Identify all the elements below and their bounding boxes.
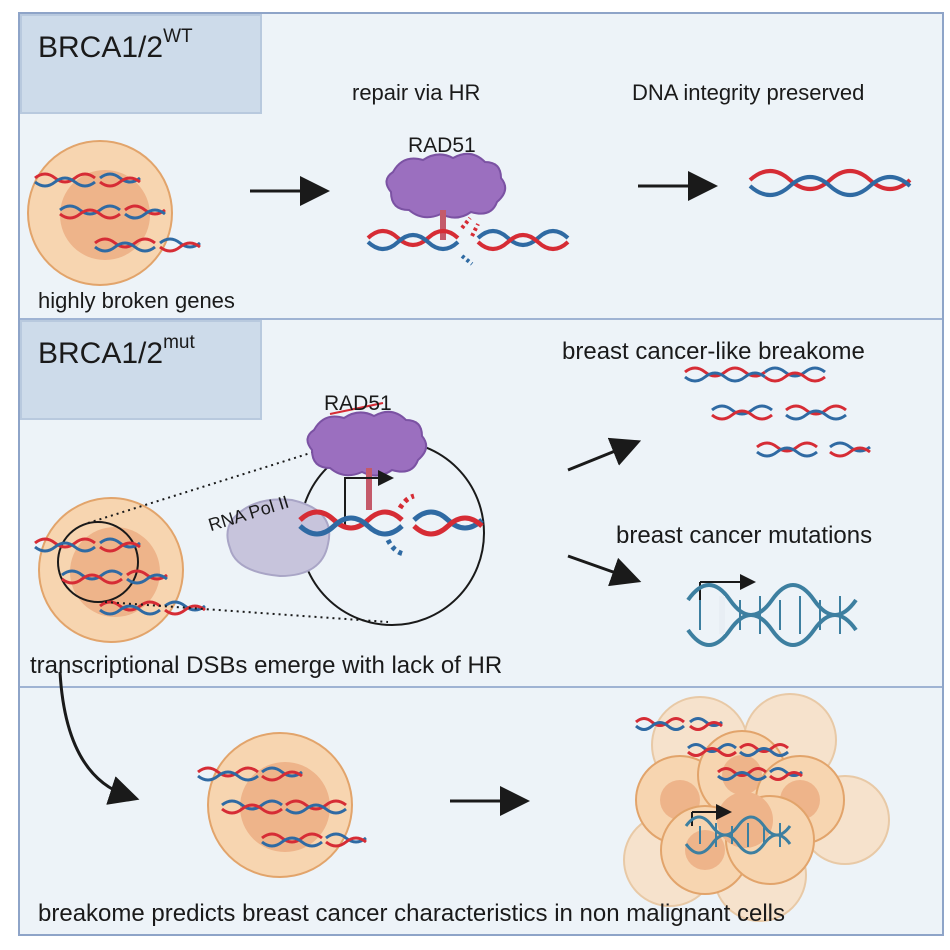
- mutation-helix: [686, 582, 858, 647]
- wt-label-main: BRCA1/2: [38, 31, 164, 64]
- wt-label-sup: WT: [163, 26, 193, 47]
- mut-arrow-mutations: [567, 554, 642, 587]
- mut-label-main: BRCA1/2: [38, 337, 164, 370]
- prediction-cell-dna: [197, 766, 367, 848]
- mut-outcome-breakome: breast cancer-like breakome: [562, 338, 865, 365]
- zoom-guide-lines: [87, 449, 389, 623]
- mut-cell-dna-fragments: [34, 537, 206, 616]
- mut-label-box: BRCA1/2mut: [20, 320, 262, 420]
- wt-rad51-protein: [385, 152, 507, 240]
- mut-rad51-label: RAD51: [324, 392, 392, 415]
- wt-repair-dna: [366, 216, 570, 266]
- divider-wt-mut: [20, 318, 942, 320]
- curved-arrow-down: [58, 671, 140, 805]
- mut-arrow-breakome: [567, 437, 642, 472]
- wt-step-repair: repair via HR: [352, 80, 481, 105]
- cell-cluster: [623, 693, 890, 922]
- wt-cell-caption: highly broken genes: [38, 288, 235, 313]
- mut-rad51-protein: [306, 402, 428, 510]
- breakome-dna-fragments: [684, 366, 871, 458]
- prediction-caption: breakome predicts breast cancer characte…: [38, 900, 786, 927]
- wt-rad51-label: RAD51: [408, 134, 476, 157]
- wt-cell-dna-fragments: [34, 172, 201, 253]
- wt-intact-dna: [748, 169, 912, 197]
- mut-outcome-mutations: breast cancer mutations: [616, 522, 873, 549]
- wt-step-integrity: DNA integrity preserved: [632, 80, 865, 105]
- mut-cell-caption: transcriptional DSBs emerge with lack of…: [30, 652, 503, 679]
- transcription-start-arrow: [344, 470, 394, 525]
- mut-label-sup: mut: [163, 332, 195, 353]
- mut-zoom-dna: [298, 493, 484, 557]
- divider-mut-prediction: [20, 686, 942, 688]
- wt-label-box: BRCA1/2WT: [20, 14, 262, 114]
